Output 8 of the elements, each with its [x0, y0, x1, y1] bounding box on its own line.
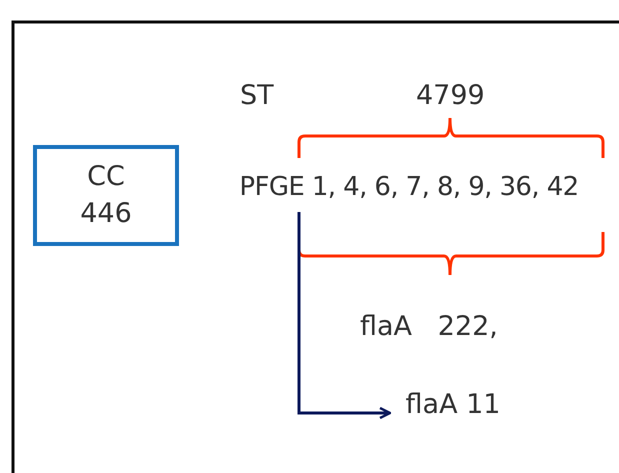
cluster-label: CC 446 [79, 160, 133, 230]
annotation-label: flaA 222, [360, 311, 498, 344]
cluster-box [33, 145, 179, 246]
annotation-label: ST [240, 80, 274, 112]
flagellin-type-text: flaA 11 [398, 386, 508, 424]
arrow [298, 212, 392, 420]
pfge-types-text: PFGE 1, 4, 6, 7, 8, 9, 36, 42 [203, 168, 615, 208]
annotation-label: 4799 [416, 80, 485, 112]
